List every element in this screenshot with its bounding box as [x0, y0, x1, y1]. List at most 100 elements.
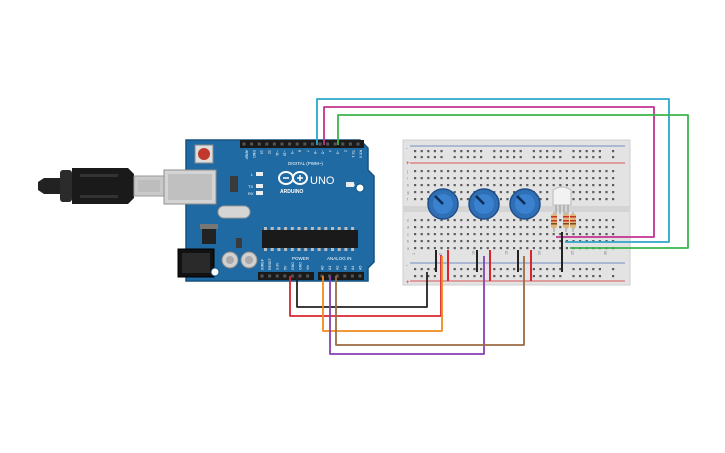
rail-plus-label: +	[406, 161, 410, 167]
header-pin[interactable]	[356, 142, 360, 146]
header-pin[interactable]	[320, 274, 324, 278]
potentiometer-3[interactable]	[509, 188, 541, 220]
wire-purple-a1[interactable]	[329, 256, 485, 355]
row-letter: i	[407, 177, 408, 181]
pin-label: 13	[260, 150, 264, 154]
pin-label: A1	[328, 266, 332, 270]
column-number: 25	[570, 251, 574, 255]
pin-label: A0	[321, 266, 325, 270]
wire-green[interactable]	[337, 114, 689, 249]
row-letter: f	[407, 198, 409, 202]
analog-header-label: ANALOG IN	[327, 256, 352, 261]
header-pin[interactable]	[348, 142, 352, 146]
header-pin[interactable]	[298, 274, 302, 278]
pin-label: A3	[343, 266, 347, 270]
column-number: 10	[471, 251, 475, 255]
digital-header[interactable]	[240, 140, 364, 148]
pin-label: ~5	[321, 150, 325, 154]
pin-label: GND	[299, 262, 303, 270]
header-pin[interactable]	[326, 142, 330, 146]
wire-orange-a0[interactable]	[322, 256, 443, 332]
pin-label: 2	[343, 150, 347, 152]
pin-label: GND	[291, 262, 295, 270]
rgb-led[interactable]	[552, 186, 572, 216]
row-letter: e	[407, 219, 409, 223]
pin-label: RX 0	[359, 150, 363, 158]
wire-cyan[interactable]	[316, 98, 670, 243]
header-pin[interactable]	[303, 142, 307, 146]
usb-cable[interactable]	[38, 168, 165, 204]
header-pin[interactable]	[306, 274, 310, 278]
header-pin[interactable]	[295, 142, 299, 146]
header-pin[interactable]	[343, 274, 347, 278]
header-pin[interactable]	[310, 142, 314, 146]
header-pin[interactable]	[268, 274, 272, 278]
led-tx	[256, 184, 263, 188]
pin-label: GND	[252, 150, 256, 158]
column-number: 1	[412, 253, 416, 255]
header-pin[interactable]	[283, 274, 287, 278]
pin-label: ~9	[290, 150, 294, 154]
led-rx	[256, 191, 263, 195]
rail-minus-label: -	[406, 146, 408, 152]
potentiometer-1[interactable]	[427, 188, 459, 220]
led-tx-label: TX	[248, 184, 253, 189]
rail-minus-label-bottom: -	[406, 263, 408, 269]
pin-label: IOREF	[261, 258, 265, 270]
potentiometer-2[interactable]	[468, 188, 500, 220]
header-pin[interactable]	[335, 274, 339, 278]
pin-label: 4	[328, 150, 332, 152]
pin-label: 8	[298, 150, 302, 152]
pin-label: 12	[267, 150, 271, 154]
pin-label: 7	[305, 150, 309, 152]
pin-label: Vin	[306, 265, 310, 270]
header-pin[interactable]	[358, 274, 362, 278]
header-pin[interactable]	[242, 142, 246, 146]
pin-label: AREF	[245, 150, 249, 160]
header-pin[interactable]	[260, 274, 264, 278]
analog-header[interactable]	[318, 272, 364, 280]
wire-red-power[interactable]	[289, 255, 442, 317]
resistor-2[interactable]	[563, 212, 569, 232]
led-l-label: L	[251, 172, 254, 177]
atmega-chip	[262, 227, 358, 251]
column-number: 5	[438, 253, 442, 255]
wire-black-ground[interactable]	[296, 272, 428, 308]
header-pin[interactable]	[275, 274, 279, 278]
wire-magenta[interactable]	[323, 106, 655, 238]
pin-label: A5	[359, 266, 363, 270]
pin-label: 5V	[283, 265, 287, 270]
arduino-logo-icon	[278, 171, 308, 185]
header-pin[interactable]	[333, 142, 337, 146]
pin-label: 3.3V	[276, 262, 280, 270]
header-pin[interactable]	[318, 142, 322, 146]
header-pin[interactable]	[290, 274, 294, 278]
row-letter: c	[407, 233, 409, 237]
pin-label: A4	[351, 266, 355, 270]
header-pin[interactable]	[257, 142, 261, 146]
pin-label: RESET	[268, 257, 272, 270]
row-letter: a	[407, 247, 410, 251]
header-pin[interactable]	[280, 142, 284, 146]
arduino-logo-text: ARDUINO	[280, 189, 303, 195]
pin-label: TX 1	[351, 150, 355, 158]
rail-plus-label-bottom: +	[406, 280, 410, 286]
pot-leg-jumpers	[435, 232, 563, 281]
header-pin[interactable]	[265, 142, 269, 146]
led-l	[256, 172, 263, 176]
header-pin[interactable]	[341, 142, 345, 146]
led-rx-label: RX	[248, 191, 254, 196]
header-pin[interactable]	[250, 142, 254, 146]
board-model: UNO	[310, 175, 335, 187]
digital-header-label: DIGITAL (PWM~)	[288, 161, 323, 166]
header-pin[interactable]	[272, 142, 276, 146]
wire-brown-a2[interactable]	[335, 256, 525, 346]
resistor-1[interactable]	[551, 212, 557, 232]
pin-label: ~6	[313, 150, 317, 154]
resistor-3[interactable]	[570, 212, 576, 232]
column-number: 15	[504, 251, 508, 255]
header-pin[interactable]	[288, 142, 292, 146]
header-pin[interactable]	[350, 274, 354, 278]
